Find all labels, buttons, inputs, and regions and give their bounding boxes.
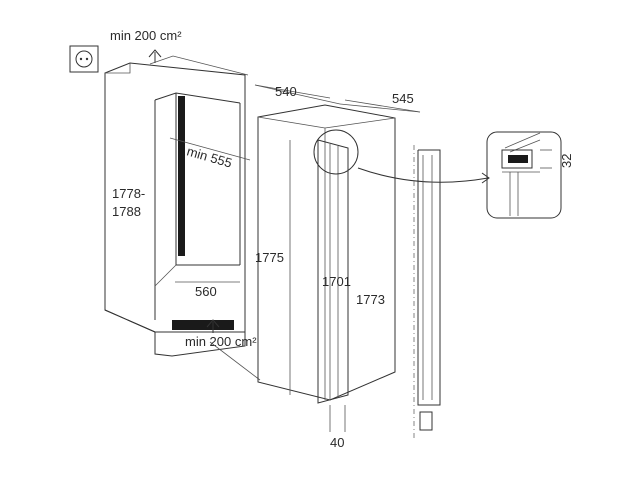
side-profile [413,145,441,440]
door-height-label: 1773 [356,292,385,307]
niche-cabinet [104,55,249,357]
appliance-height-total-label: 1775 [255,250,284,265]
detail-arrow [357,167,489,183]
appliance-width-label: 540 [275,84,297,99]
power-socket-icon [69,45,99,73]
niche-bottom-vent [172,320,234,330]
niche-seal-strip [178,96,185,256]
arrow-up-icon [148,49,162,63]
appliance-height-body-label: 1701 [322,274,351,289]
niche-height-label-2: 1788 [112,204,141,219]
appliance-depth-label: 545 [392,91,414,106]
detail-circle [313,129,359,175]
arrow-up-icon [206,319,220,333]
niche-depth-label: min 555 [185,143,234,170]
niche-width-label: 560 [195,284,217,299]
appliance-body [254,84,421,401]
detail-inset [486,131,562,219]
vent-bottom-label: min 200 cm² [185,334,257,349]
door-gap-label: 40 [330,435,344,450]
detail-gap-label: 32 [559,154,574,168]
niche-height-label-1: 1778- [112,186,145,201]
appliance-door [317,139,349,404]
vent-top-label: min 200 cm² [110,28,182,43]
